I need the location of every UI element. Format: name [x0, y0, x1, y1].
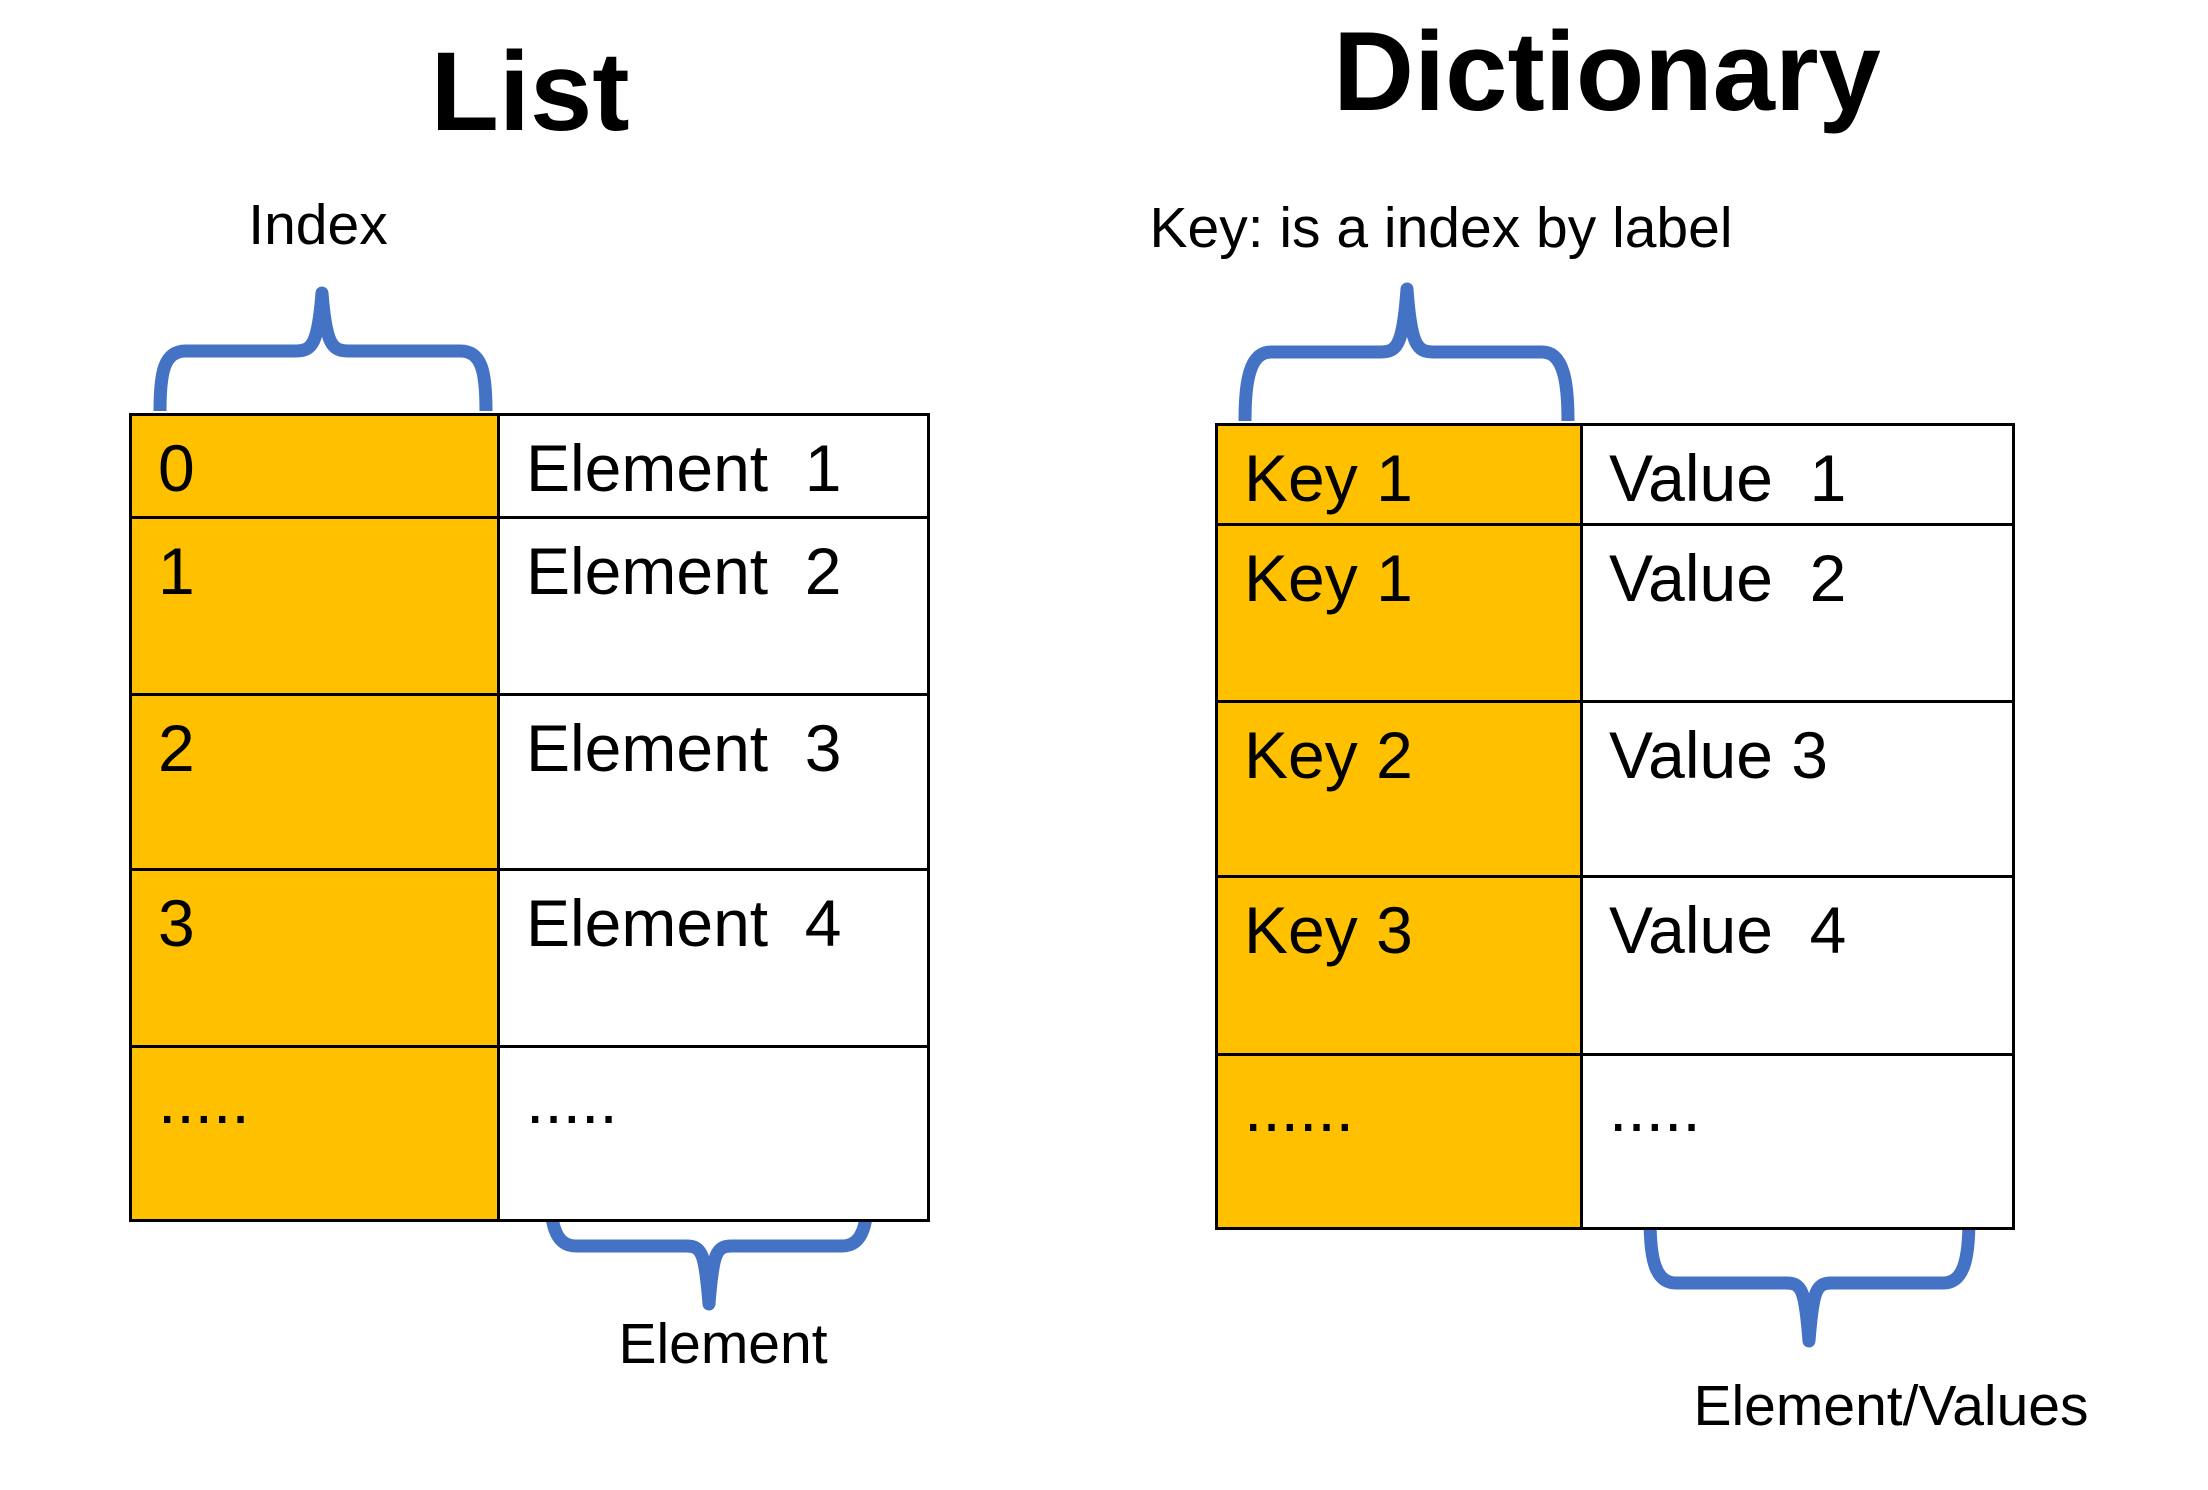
dictionary-title: Dictionary	[1333, 9, 1881, 134]
element-cell: Element 3	[500, 696, 927, 868]
table-row: Key 2 Value 3	[1218, 703, 2012, 878]
key-cell: Key 3	[1218, 878, 1583, 1053]
table-row: 0 Element 1	[132, 416, 927, 519]
key-brace-icon	[1238, 282, 1575, 422]
element-cell: .....	[500, 1048, 927, 1219]
table-row: 2 Element 3	[132, 696, 927, 871]
element-cell: Element 2	[500, 519, 927, 693]
table-row: 3 Element 4	[132, 871, 927, 1048]
index-cell: 0	[132, 416, 500, 516]
dictionary-table: Key 1 Value 1 Key 1 Value 2 Key 2 Value …	[1215, 423, 2015, 1230]
key-cell: ......	[1218, 1056, 1583, 1227]
value-cell: Value 3	[1583, 703, 2012, 875]
table-row: ...... .....	[1218, 1056, 2012, 1227]
table-row: Key 1 Value 1	[1218, 426, 2012, 526]
value-cell: .....	[1583, 1056, 2012, 1227]
index-label: Index	[248, 193, 388, 257]
value-cell: Value 2	[1583, 526, 2012, 700]
list-title: List	[430, 29, 630, 154]
key-description-label: Key: is a index by label	[1149, 196, 1733, 260]
element-values-label: Element/Values	[1693, 1374, 2089, 1438]
index-brace-icon	[153, 286, 493, 412]
index-cell: 1	[132, 519, 500, 693]
table-row: 1 Element 2	[132, 519, 927, 696]
table-row: Key 1 Value 2	[1218, 526, 2012, 703]
list-table: 0 Element 1 1 Element 2 2 Element 3 3 El…	[129, 413, 930, 1222]
element-cell: Element 1	[500, 416, 927, 516]
key-cell: Key 1	[1218, 526, 1583, 700]
value-cell: Value 4	[1583, 878, 2012, 1053]
key-cell: Key 2	[1218, 703, 1583, 875]
key-cell: Key 1	[1218, 426, 1583, 523]
table-row: ..... .....	[132, 1048, 927, 1219]
element-cell: Element 4	[500, 871, 927, 1045]
element-label: Element	[618, 1312, 828, 1376]
table-row: Key 3 Value 4	[1218, 878, 2012, 1056]
value-cell: Value 1	[1583, 426, 2012, 523]
element-values-brace-icon	[1643, 1217, 1976, 1348]
index-cell: 3	[132, 871, 500, 1045]
index-cell: 2	[132, 696, 500, 868]
index-cell: .....	[132, 1048, 500, 1219]
